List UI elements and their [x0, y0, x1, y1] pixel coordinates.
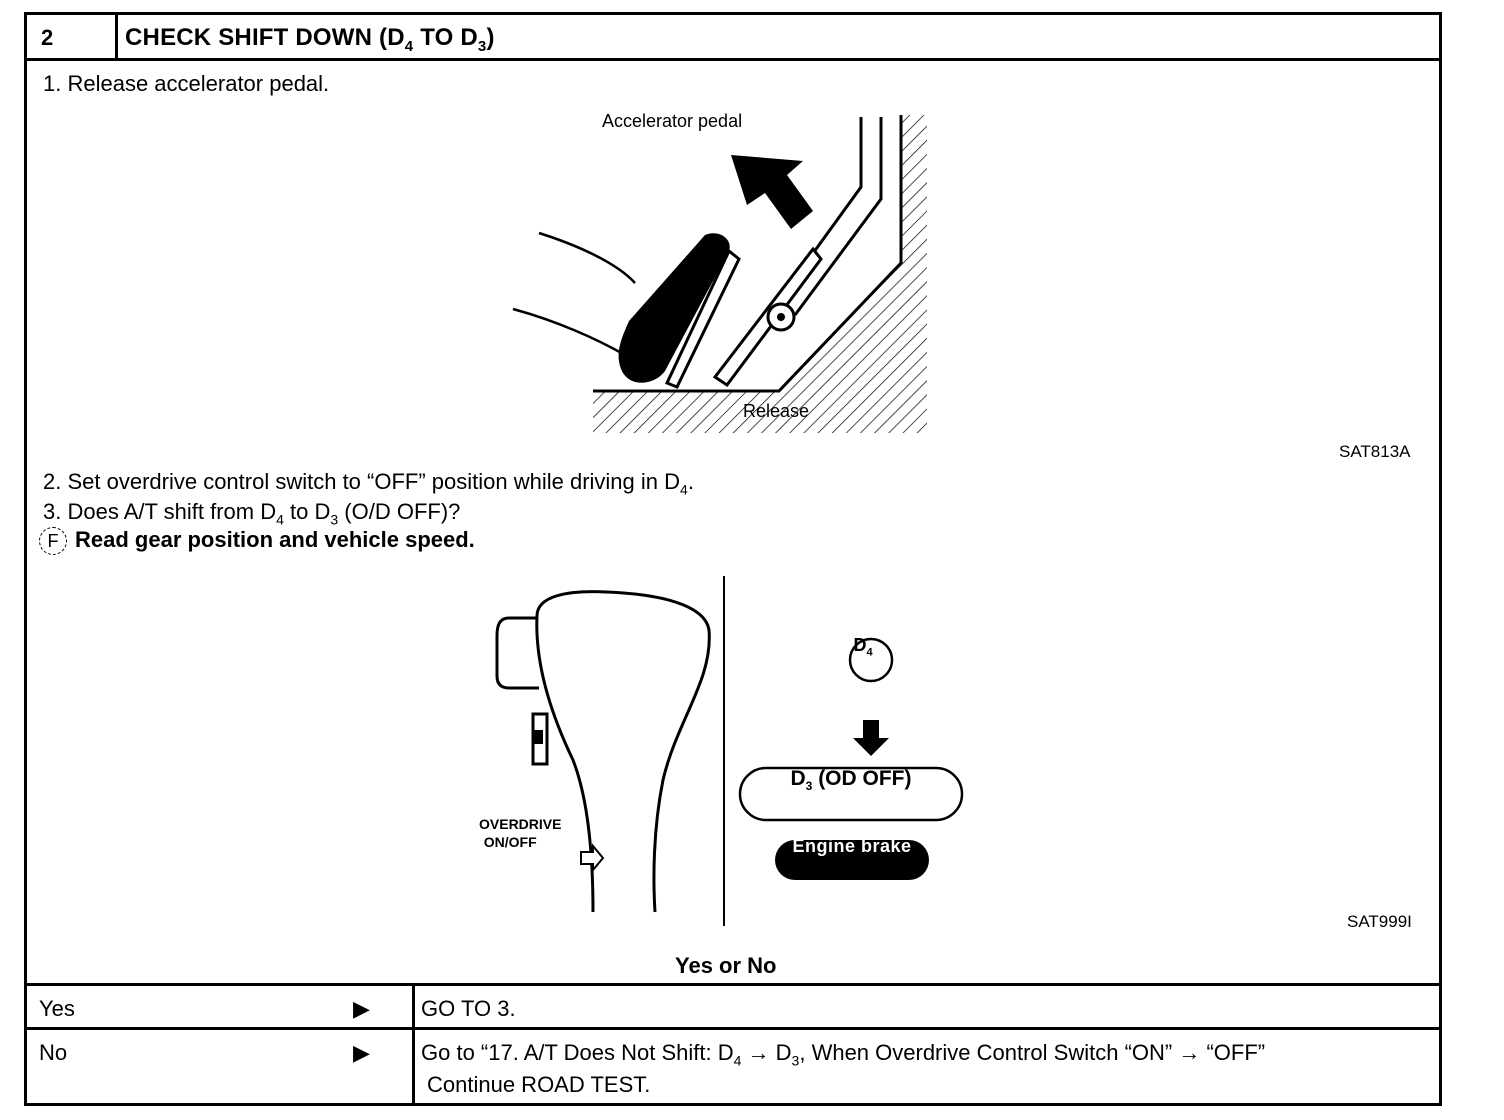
- header-divider: [115, 15, 118, 58]
- down-arrow-icon: [853, 720, 889, 756]
- no-label: No: [39, 1040, 68, 1065]
- step-1-text: 1. Release accelerator pedal.: [43, 71, 330, 96]
- d3-od-off-label: D3 (OD OFF): [790, 767, 912, 794]
- step-number: 2: [41, 25, 54, 50]
- result-divider: [412, 986, 415, 1027]
- result-divider: [412, 1030, 415, 1106]
- yes-or-no-heading: Yes or No: [675, 953, 777, 978]
- no-action: Go to “17. A/T Does Not Shift: D4 → D3, …: [421, 1040, 1266, 1069]
- diagnostic-step-table: 2 CHECK SHIFT DOWN (D4 TO D3) 1. Release…: [24, 12, 1442, 1106]
- overdrive-switch-label: OVERDRIVE ON/OFF: [479, 816, 562, 850]
- step-2-text: 2. Set overdrive control switch to “OFF”…: [43, 469, 694, 498]
- result-row-no: No ▶ Go to “17. A/T Does Not Shift: D4 →…: [27, 1027, 1439, 1106]
- hollow-right-arrow-icon: [580, 843, 605, 873]
- result-row-yes: Yes ▶ GO TO 3.: [27, 983, 1439, 1027]
- no-action-continued: Continue ROAD TEST.: [427, 1072, 651, 1097]
- accelerator-pedal-label: Accelerator pedal: [602, 111, 743, 131]
- d4-label: D4: [853, 635, 873, 659]
- yes-action: GO TO 3.: [421, 996, 516, 1021]
- engine-brake-label: Engine brake: [792, 836, 912, 856]
- consult-f-icon: F: [39, 527, 67, 556]
- step-3-text: 3. Does A/T shift from D4 to D3 (O/D OFF…: [43, 499, 461, 528]
- release-arrow-icon: [731, 155, 813, 229]
- right-triangle-icon: ▶: [353, 996, 370, 1021]
- accelerator-pedal-figure: [512, 115, 927, 433]
- step-title: CHECK SHIFT DOWN (D4 TO D3): [125, 24, 495, 55]
- yes-label: Yes: [39, 996, 75, 1021]
- shift-lever-figure: [495, 576, 964, 926]
- release-label: Release: [743, 401, 810, 421]
- d4-circle-icon: [848, 637, 894, 683]
- figure-2-code: SAT999I: [1347, 912, 1412, 931]
- right-triangle-icon: ▶: [353, 1040, 370, 1065]
- figure-1-code: SAT813A: [1339, 442, 1411, 461]
- step-header: 2 CHECK SHIFT DOWN (D4 TO D3): [27, 15, 1439, 61]
